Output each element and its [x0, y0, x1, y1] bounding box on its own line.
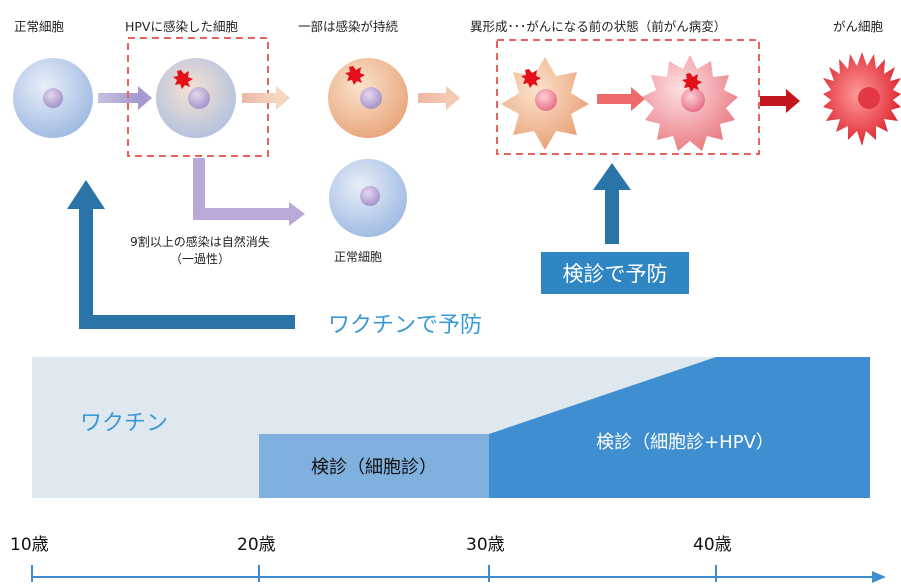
stage-label-persistent: 一部は感染が持続: [298, 19, 399, 34]
arrow-normal-to-infected: [98, 86, 152, 110]
cytology-band-label: 検診（細胞診）: [311, 457, 437, 478]
stage-label-dysplasia: 異形成･･･がんになる前の状態（前がん病変）: [470, 19, 727, 34]
cytology-hpv-band-label: 検診（細胞診+HPV）: [596, 432, 774, 453]
tick-label-30: 30歳: [466, 535, 505, 555]
dysplasia-box: [496, 39, 760, 155]
hpv-virus-icon-3: [521, 69, 541, 88]
stage-label-normal: 正常細胞: [14, 19, 65, 34]
age-axis: [31, 565, 886, 583]
cytology-band: [259, 434, 489, 498]
tick-label-40: 40歳: [693, 535, 732, 555]
tick-label-10: 10歳: [10, 535, 49, 555]
branch-arrow-to-normal: [193, 158, 305, 226]
natural-clearance-note: 9割以上の感染は自然消失 （一過性）: [116, 234, 284, 268]
recovered-normal-label: 正常細胞: [334, 250, 383, 264]
recovered-normal-cell-icon: [329, 159, 407, 237]
stage-label-cancer: がん細胞: [833, 19, 884, 34]
vaccine-prevention-arrow: [67, 180, 295, 329]
infected-cell-icon: [156, 58, 236, 138]
tick-label-20: 20歳: [237, 535, 276, 555]
screening-prevention-box: 検診で予防: [541, 252, 689, 294]
arrow-to-cancer: [760, 89, 800, 113]
dysplasia-cell-icon: [501, 57, 589, 150]
hpv-virus-icon: [173, 70, 193, 89]
vaccine-band-label: ワクチン: [80, 411, 169, 436]
natural-clearance-line1: 9割以上の感染は自然消失: [130, 235, 270, 249]
hpv-virus-icon-4: [682, 73, 702, 92]
cancer-cell-icon: [823, 52, 901, 146]
arrow-dysplasia-progress: [597, 87, 645, 111]
hpv-virus-icon-2: [345, 66, 365, 85]
advanced-dysplasia-cell-icon: [642, 55, 738, 151]
persistent-cell-icon: [328, 58, 408, 138]
normal-cell-icon: [13, 58, 93, 138]
vaccine-prevention-label: ワクチンで予防: [328, 313, 483, 338]
cytology-hpv-band: [489, 357, 870, 498]
natural-clearance-line2: （一過性）: [169, 252, 230, 266]
arrow-persistent-to-dysplasia: [418, 86, 460, 110]
arrow-infected-to-persistent: [242, 86, 290, 110]
screening-prevention-label: 検診で予防: [562, 262, 668, 286]
screening-prevention-arrow: [593, 163, 631, 244]
stage-label-hpv-infected: HPVに感染した細胞: [125, 19, 238, 34]
